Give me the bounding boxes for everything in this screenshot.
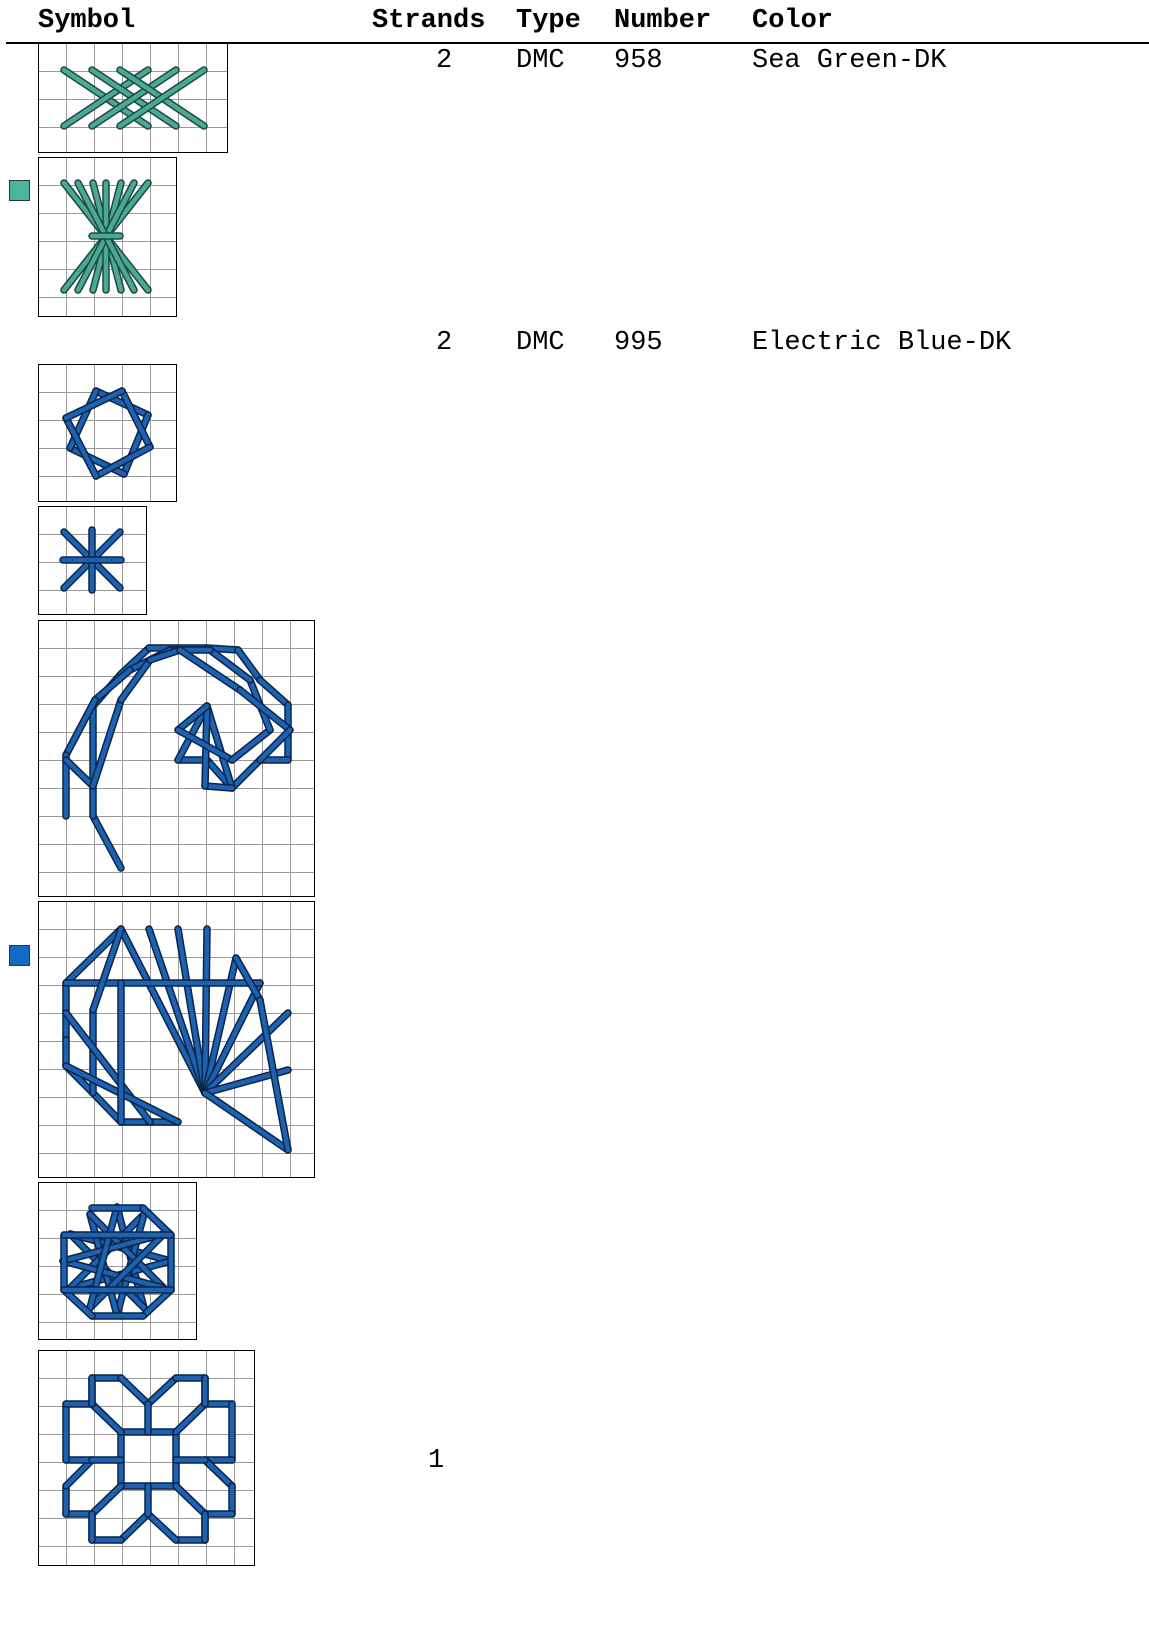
column-header-number: Number	[614, 6, 711, 36]
flower-lattice-icon	[38, 1350, 255, 1566]
thread-color-name: Sea Green-DK	[752, 46, 946, 76]
column-header-color: Color	[752, 6, 833, 36]
star-octagon-icon	[38, 364, 177, 502]
thread-strands: 2	[436, 328, 452, 358]
color-swatch-sea-green	[9, 180, 30, 201]
sheaf-stitch-icon	[38, 157, 177, 317]
asterisk-stitch-icon	[38, 506, 147, 615]
column-header-strands: Strands	[372, 6, 485, 36]
thread-color-name: Electric Blue-DK	[752, 328, 1011, 358]
thread-number: 958	[614, 46, 663, 76]
swirl-star-icon	[38, 901, 315, 1178]
thread-type: DMC	[516, 328, 565, 358]
spiral-star-icon	[38, 620, 315, 897]
cross-stitch-diagonal-icon	[38, 43, 228, 153]
column-header-type: Type	[516, 6, 581, 36]
thread-strands: 1	[428, 1446, 444, 1476]
thread-type: DMC	[516, 46, 565, 76]
thread-strands: 2	[436, 46, 452, 76]
color-swatch-electric-blue	[9, 945, 30, 966]
thread-number: 995	[614, 328, 663, 358]
column-header-symbol: Symbol	[38, 6, 135, 36]
twelve-point-star-icon	[38, 1182, 197, 1340]
